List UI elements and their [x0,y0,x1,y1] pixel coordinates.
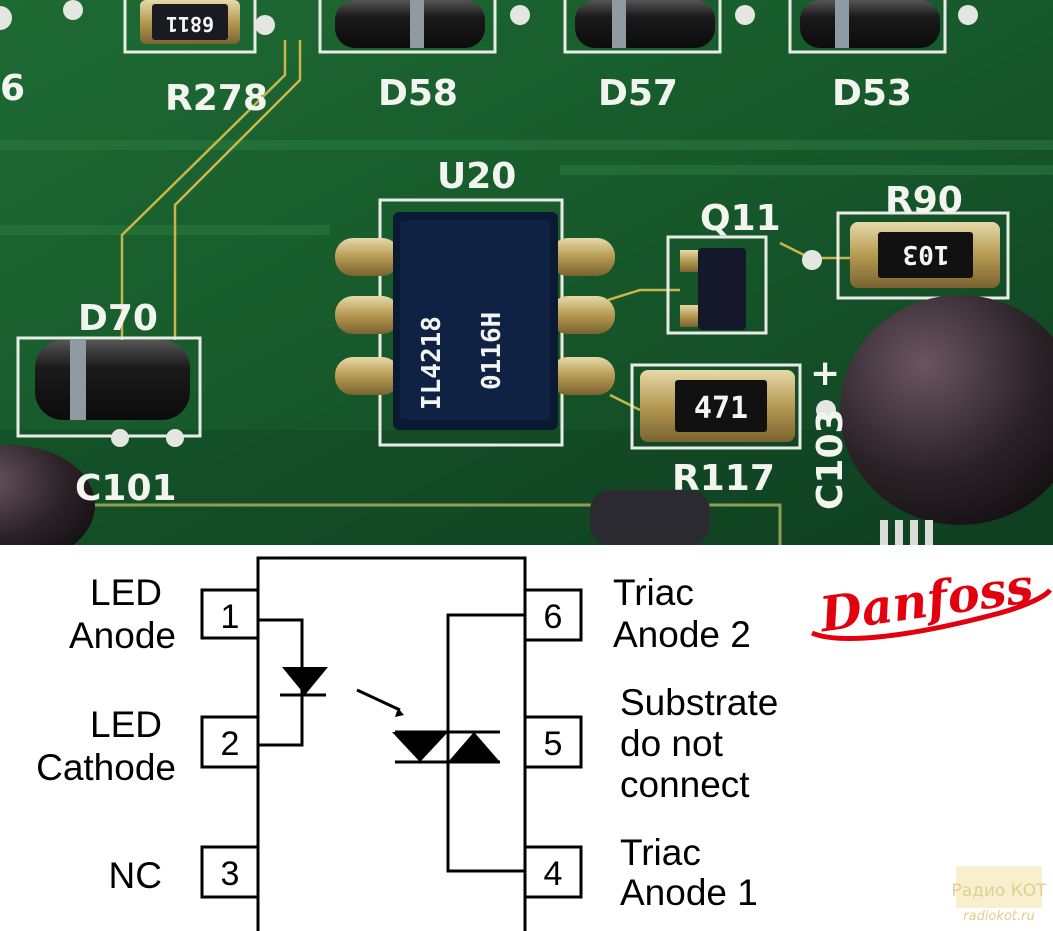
pin-2-number: 2 [221,725,240,763]
pin-1-box [200,588,260,640]
light-arrow [356,688,401,712]
silk-d53: D53 [832,73,912,114]
silk-q11: Q11 [700,198,781,239]
triac-triangle-up [448,732,500,762]
u20-chip: IL4218 0116H [335,212,615,430]
silk-r278: R278 [165,78,268,119]
pin-5-number: 5 [544,725,563,763]
pin-4-label-line2: Anode 1 [620,872,758,913]
triac-wire [446,613,525,873]
chip-date-marking: 0116H [477,312,507,390]
silk-d57: D57 [598,73,678,114]
pin-3-label: NC [109,855,162,896]
silk-edge-6: 6 [0,68,25,109]
silk-u20: U20 [437,156,516,197]
pin-1-number: 1 [221,598,240,636]
triac-triangle-down [392,732,448,762]
silk-c103: C103 [810,408,851,510]
r90-marking: 103 [903,239,950,269]
silk-r90: R90 [885,180,963,221]
silk-d70: D70 [78,298,158,339]
pin-4-label-line1: Triac [620,832,701,873]
watermark-line2: radiokot.ru [963,909,1034,924]
pin-2-label-line1: LED [90,704,162,745]
silk-r117: R117 [672,458,775,499]
pin-6-label-line1: Triac [613,572,694,613]
pin-4-number: 4 [544,855,563,893]
radiokot-watermark: Радио КОТ radiokot.ru [951,866,1047,924]
danfoss-logo: Danfoss [800,545,1053,655]
pin-6-number: 6 [544,598,563,636]
pin-5-label-line1: Substrate [620,682,778,723]
pin-5-label-line2: do not [620,723,724,764]
pcb-photo: 6811 IL4218 0116H 103 4 [0,0,1053,545]
pin-1-label-line2: Anode [69,615,176,656]
silk-plus: + [810,353,840,394]
pin-2-box [200,715,260,769]
logo-swoosh [811,588,1053,641]
watermark-line1: Радио КОТ [951,881,1047,901]
pin-3-box [200,845,260,899]
pin-1-label-line1: LED [90,572,162,613]
r278-marking: 6811 [166,12,214,36]
pin-5-box [523,715,583,769]
led-triangle [282,667,328,695]
pin-3-number: 3 [221,855,240,893]
pin-5-label-line3: connect [620,764,750,805]
chip-part-marking: IL4218 [417,316,447,410]
pin-2-label-line2: Cathode [36,747,176,788]
pinout-diagram: 1 2 3 4 5 6 LED Anode LED Cathode NC Tri… [0,545,800,931]
pin-6-label-line2: Anode 2 [613,614,751,655]
silk-c101: C101 [75,468,177,509]
silk-d58: D58 [378,73,458,114]
r117-marking: 471 [694,391,748,426]
